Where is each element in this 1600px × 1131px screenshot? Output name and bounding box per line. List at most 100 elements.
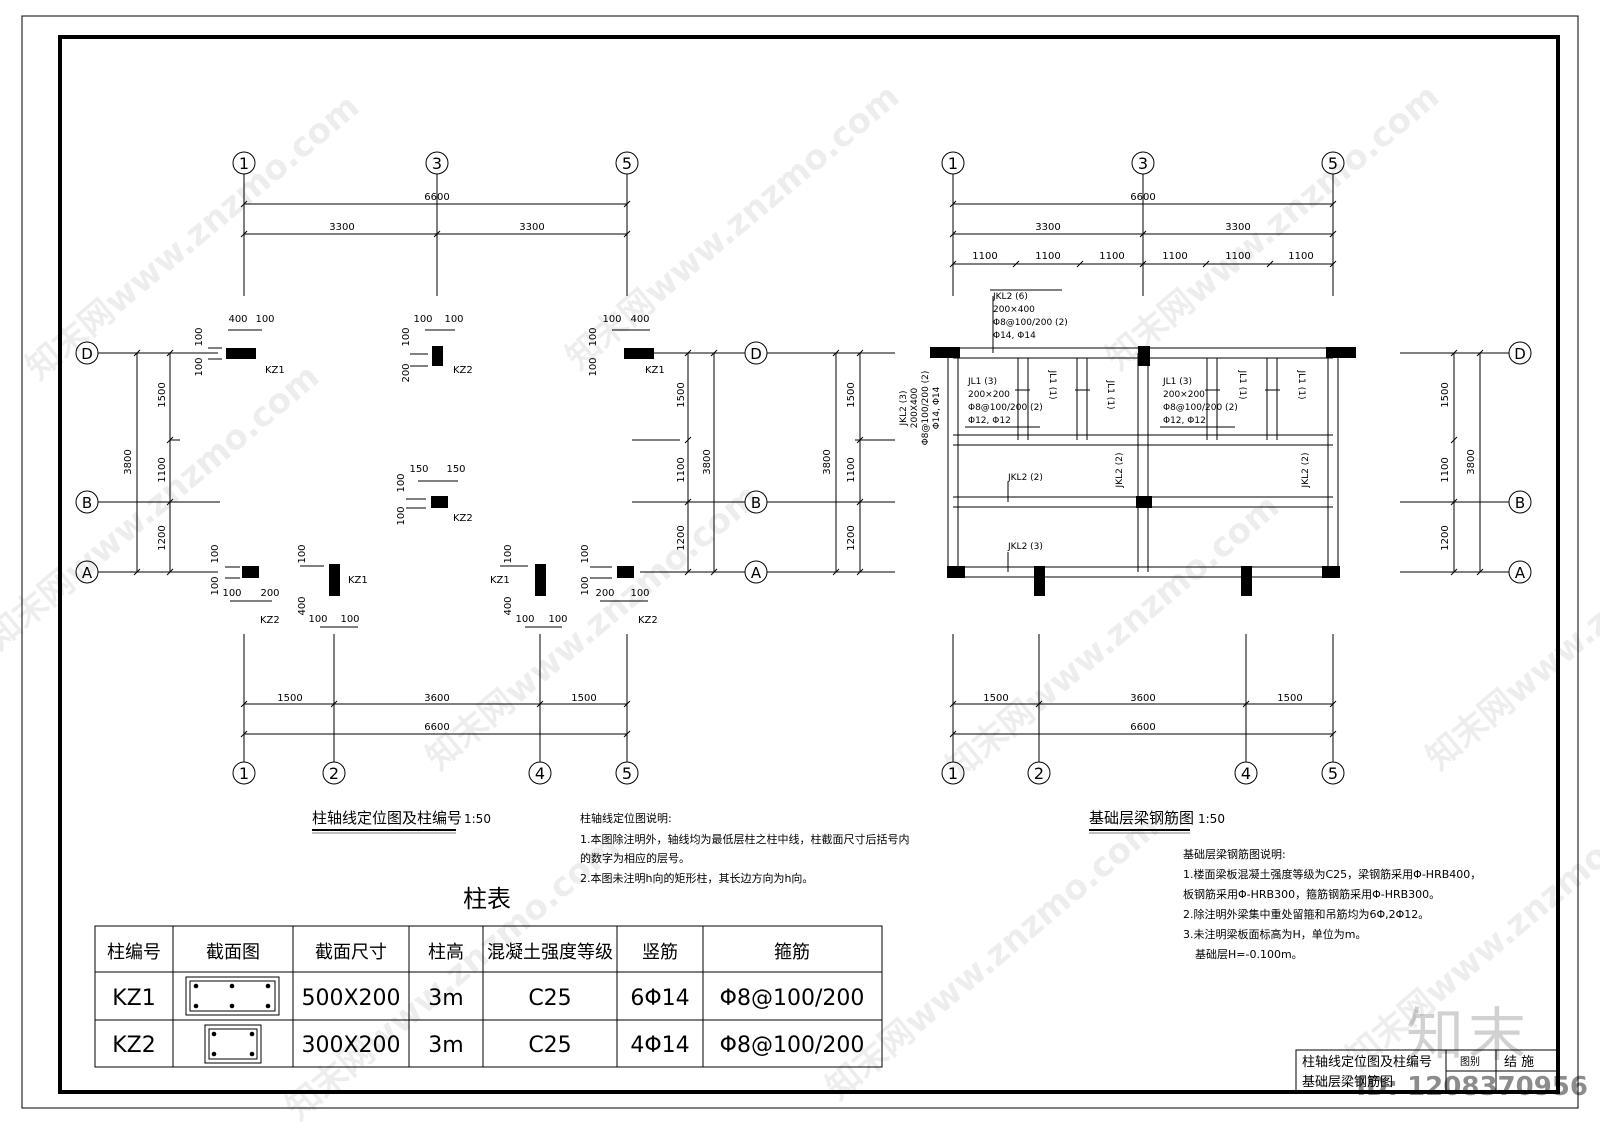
svg-text:Φ8@100/200: Φ8@100/200 (720, 1033, 865, 1058)
beam-label-jl1-1-d: JL1 (1) (1296, 369, 1306, 399)
svg-text:4Φ14: 4Φ14 (630, 1033, 689, 1058)
svg-text:100: 100 (444, 314, 463, 325)
dim-total-bottom: 6600 (424, 722, 449, 733)
dim-row2-leftplan-r: 1100 (676, 457, 687, 482)
dim-total-top: 6600 (424, 192, 449, 203)
svg-text:柱轴线定位图说明:: 柱轴线定位图说明: (580, 811, 672, 825)
dim-tick (133, 349, 141, 357)
kz2-column (431, 496, 448, 508)
dim-tick (832, 349, 840, 357)
th-rebar: 竖筋 (642, 942, 678, 963)
svg-text:Φ12, Φ12: Φ12, Φ12 (968, 416, 1011, 426)
right-drawing-title: 基础层梁钢筋图 (1089, 809, 1194, 827)
axis-bubble-D-mid: D (744, 341, 768, 365)
dim-row3-leftplan-r: 1200 (676, 525, 687, 550)
dim-total-top-right: 6600 (1130, 192, 1155, 203)
dim-tick (1450, 436, 1458, 444)
axis-bubble-5-bottom-right: 5 (1321, 761, 1345, 785)
kz2-column (432, 346, 443, 366)
dim-tick (240, 730, 248, 738)
svg-text:100: 100 (503, 544, 514, 563)
svg-text:100: 100 (396, 506, 407, 525)
svg-text:KZ1: KZ1 (348, 575, 368, 586)
axis-bubble-A-right: A (1508, 560, 1532, 584)
dim-tick (166, 498, 174, 506)
dim-tick (1329, 260, 1337, 268)
col-center-group: 150 150 100 100 KZ2 (396, 464, 473, 526)
beam-label-jl1-1-a: JL1 (1) (1047, 369, 1057, 399)
dim-tick (1476, 349, 1484, 357)
svg-text:Φ8@100/200 (2): Φ8@100/200 (2) (921, 371, 931, 446)
dim-bottom-mid-right: 3600 (1130, 693, 1155, 704)
axis-bubble-3-top-right: 3 (1131, 151, 1155, 175)
svg-text:2: 2 (329, 764, 339, 783)
dim-tick (1242, 700, 1250, 708)
svg-text:Φ12, Φ12: Φ12, Φ12 (1163, 416, 1206, 426)
column-block (1136, 496, 1152, 508)
svg-text:KZ2: KZ2 (638, 615, 658, 626)
dim-tick (1329, 230, 1337, 238)
beam-label-jkl2-3b: JKL2 (3) (1007, 542, 1043, 552)
svg-text:A: A (751, 564, 762, 582)
svg-text:KZ1: KZ1 (490, 575, 510, 586)
svg-text:3: 3 (1138, 154, 1148, 173)
svg-text:KZ2: KZ2 (112, 1033, 156, 1058)
column-block (947, 566, 965, 578)
kz2-column (242, 566, 259, 578)
beam-label-jkl2-2-v1: JKL2 (2) (1115, 453, 1125, 489)
svg-text:150: 150 (409, 464, 428, 475)
dim-half-right: 3300 (519, 222, 544, 233)
titleblock-name1: 柱轴线定位图及柱编号 (1302, 1055, 1432, 1070)
right-notes: 基础层梁钢筋图说明: 1.楼面梁板混凝土强度等级为C25，梁钢筋采用Φ-HRB4… (1183, 847, 1481, 961)
kz2-section-sketch (204, 1024, 262, 1064)
svg-text:基础层梁钢筋图说明:: 基础层梁钢筋图说明: (1183, 847, 1286, 861)
svg-text:400: 400 (297, 596, 308, 615)
column-table (94, 925, 883, 1068)
svg-text:100: 100 (222, 588, 241, 599)
dim-tick (1012, 260, 1020, 268)
dim-tick (1450, 498, 1458, 506)
svg-text:KZ1: KZ1 (645, 365, 665, 376)
svg-text:100: 100 (588, 327, 599, 346)
svg-text:300X200: 300X200 (301, 1033, 400, 1058)
col-top-mid-group: 100 100 100 200 KZ2 (401, 314, 473, 383)
dim-tick (1329, 200, 1337, 208)
dim-sub-5: 1100 (1225, 251, 1250, 262)
th-size: 截面尺寸 (315, 942, 387, 963)
dim-tick (623, 230, 631, 238)
titleblock-name2: 基础层梁钢筋图 (1302, 1074, 1393, 1090)
dim-tick (133, 568, 141, 576)
th-section: 截面图 (206, 942, 260, 963)
title-block (1295, 1049, 1559, 1093)
svg-text:Φ14, Φ14: Φ14, Φ14 (932, 386, 942, 429)
dim-row2-right-r: 1100 (1440, 457, 1451, 482)
svg-text:基础层H=-0.100m。: 基础层H=-0.100m。 (1195, 948, 1303, 961)
dim-tick (1139, 260, 1147, 268)
svg-text:400: 400 (503, 596, 514, 615)
svg-text:2: 2 (1034, 764, 1044, 783)
dim-bottom-right: 1500 (571, 693, 596, 704)
svg-text:D: D (750, 345, 762, 363)
svg-text:2.本图未注明h向的矩形柱，其长边方向为h向。: 2.本图未注明h向的矩形柱，其长边方向为h向。 (580, 871, 813, 885)
beam-label-jl1-1-b: JL1 (1) (1105, 379, 1115, 409)
th-concrete: 混凝土强度等级 (487, 942, 613, 963)
id-label: ID: 1208370956 (1356, 1072, 1588, 1102)
beam-label-jl1-1-c: JL1 (1) (1237, 369, 1247, 399)
svg-text:3.未注明梁板面标高为H，单位为m。: 3.未注明梁板面标高为H，单位为m。 (1183, 927, 1366, 941)
axis-bubble-4-bottom-right: 4 (1234, 761, 1258, 785)
axis-bubble-5-bottom: 5 (615, 761, 639, 785)
svg-text:100: 100 (588, 357, 599, 376)
svg-text:C25: C25 (528, 986, 571, 1011)
svg-text:5: 5 (622, 764, 632, 783)
dim-tick (1329, 730, 1337, 738)
axis-bubble-2-bottom-right: 2 (1027, 761, 1051, 785)
dim-half-right-right: 3300 (1225, 222, 1250, 233)
svg-text:100: 100 (308, 614, 327, 625)
dim-tick (240, 700, 248, 708)
dim-tick (949, 700, 957, 708)
dim-sub-1: 1100 (972, 251, 997, 262)
svg-text:KZ2: KZ2 (453, 513, 473, 524)
dim-row1-right-l: 1500 (846, 382, 857, 407)
dim-row3-right-r: 1200 (1440, 525, 1451, 550)
